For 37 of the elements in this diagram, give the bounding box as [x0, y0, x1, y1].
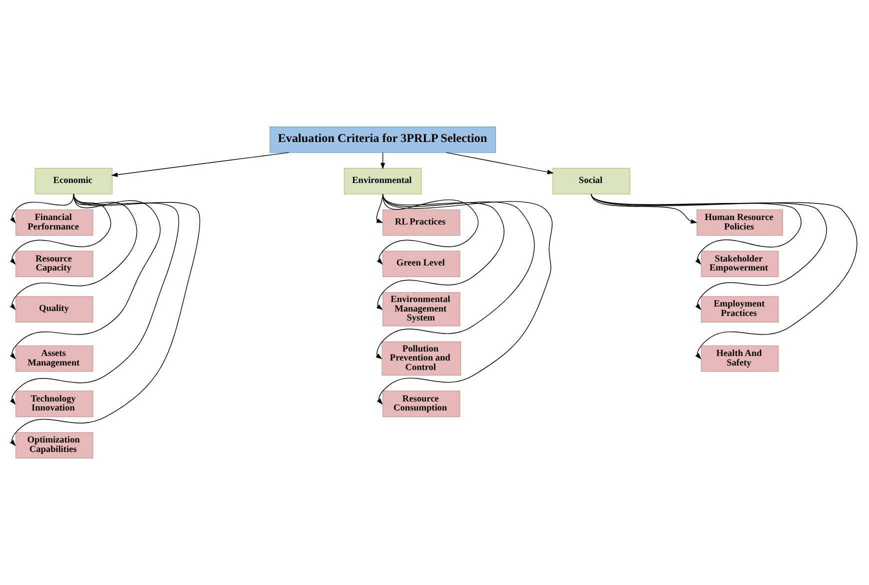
node-box: Green Level [382, 250, 460, 278]
arrow [10, 194, 179, 405]
node-box: Pollution Prevention and Control [382, 341, 461, 376]
node-box: RL Practices [382, 209, 460, 236]
node-box: Resource Consumption [382, 390, 460, 418]
node-box: Health And Safety [700, 345, 779, 372]
arrow [380, 152, 386, 170]
arrow [376, 194, 534, 360]
node-box: Stakeholder Empowerment [700, 250, 779, 278]
arrow [111, 152, 290, 177]
node-box: Optimization Capabilities [15, 432, 94, 458]
arrow [376, 194, 479, 265]
arrow [590, 194, 698, 224]
node-box: Resource Capacity [15, 250, 94, 278]
node-box: Economic [34, 168, 113, 194]
arrow [10, 194, 161, 360]
arrow [10, 194, 74, 224]
node-box: Environmental Management System [382, 292, 460, 326]
arrow [446, 152, 554, 174]
node-box: Evaluation Criteria for 3PRLP Selection [270, 126, 496, 153]
arrow [10, 194, 200, 446]
node-box: Employment Practices [700, 296, 779, 322]
arrow [376, 194, 384, 223]
arrow [376, 194, 553, 405]
node-box: Human Resource Policies [696, 209, 783, 236]
node-box: Social [552, 168, 630, 194]
arrow [590, 194, 858, 360]
arrow [590, 194, 802, 265]
node-box: Environmental [344, 168, 422, 194]
node-box: Financial Performance [15, 209, 94, 236]
node-box: Assets Management [15, 345, 94, 372]
node-box: Quality [15, 296, 94, 322]
arrow [376, 194, 504, 310]
arrow [10, 194, 112, 265]
arrow [10, 194, 138, 310]
node-box: Technology Innovation [15, 390, 94, 418]
arrow [590, 194, 827, 310]
